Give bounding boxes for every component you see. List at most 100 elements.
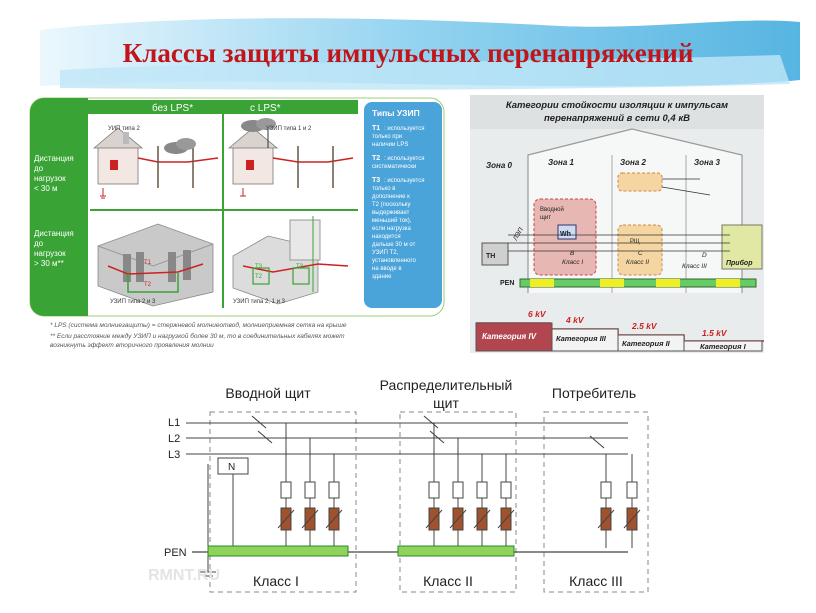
class-d-label: Класс III	[682, 263, 707, 270]
heading-line-1: Категории стойкости изоляции к импульсам	[506, 100, 728, 111]
sidebar-item-text: находится	[372, 234, 401, 240]
sidebar-title: Типы УЗИП	[372, 108, 420, 118]
class-b-label: В	[570, 250, 575, 257]
category-label: Категория IV	[482, 332, 537, 341]
voltage-label: 4 kV	[565, 315, 585, 325]
footnotes: * LPS (система молниезащиты) = стержнево…	[50, 321, 347, 349]
arrester-wire	[473, 498, 491, 548]
page-title: Классы защиты импульсных перенапряжений	[122, 38, 694, 68]
fuse-symbol	[500, 481, 512, 499]
fuse-symbol	[626, 481, 638, 499]
fuse-symbol	[328, 481, 340, 499]
sidebar-item-text: : используется	[384, 178, 424, 184]
sidebar-item-text: если нагрузка	[372, 226, 411, 232]
sidebar-item-text: : используется	[384, 156, 424, 162]
row-label-far-line: Дистанция	[34, 229, 74, 238]
line-label-l2: L2	[168, 433, 180, 445]
sidebar-item-text: меньший ток),	[372, 217, 412, 224]
voltage-label: 1.5 kV	[702, 328, 728, 338]
rshch-label: РЩ	[630, 239, 640, 245]
row-label-far-line: > 30 м**	[34, 259, 64, 268]
zone-label: Зона 1	[548, 158, 575, 167]
header-rshch-line1: Распределительный	[380, 377, 513, 393]
scene-label: УЗИП типа 1 и 2	[266, 126, 312, 132]
sidebar-item-text: дальше 30 м от	[372, 242, 416, 248]
category-label: Категория III	[556, 334, 607, 343]
sidebar-item-text: выдерживает	[372, 210, 410, 216]
arrester-wire	[623, 498, 641, 548]
sidebar-item-text: T2 (поскольку	[372, 202, 410, 208]
tag-t2: T2	[255, 274, 263, 280]
header-vvodnoy: Вводной щит	[225, 385, 311, 401]
class-label-3: Класс III	[569, 573, 623, 589]
voltage-label: 6 kV	[528, 309, 547, 319]
row-label-near-line: Дистанция	[34, 154, 74, 163]
pen-label: PEN	[500, 280, 514, 287]
th-label: ТН	[486, 253, 495, 260]
scene-house-lps	[227, 118, 354, 197]
wh-meter: Wh	[560, 231, 571, 238]
class-b-label: Класс I	[562, 259, 583, 266]
zone-label: Зона 2	[620, 158, 647, 167]
watermark: RMNT.RU	[148, 567, 220, 584]
arrester-wire	[301, 498, 319, 548]
row-label-far-line: до	[34, 239, 44, 248]
vvodnoy-label: щит	[540, 215, 551, 221]
arrester-wire	[277, 498, 295, 548]
header-consumer: Потребитель	[552, 385, 636, 401]
arrester-wire	[325, 498, 343, 548]
tag-t1: T3	[255, 264, 263, 270]
class-label-1: Класс I	[253, 573, 299, 589]
arrester-wire	[497, 498, 515, 548]
class-d-label: D	[702, 252, 707, 259]
fuse-symbol	[304, 481, 316, 499]
fuse-symbol	[452, 481, 464, 499]
sidebar-item-text: только при	[372, 134, 402, 140]
row-label-near-line: нагрузок	[34, 174, 66, 183]
header-banner	[40, 18, 800, 90]
insulation-category-diagram: Категории стойкости изоляции к импульсам…	[470, 95, 764, 353]
pribor-label: Прибор	[726, 259, 753, 267]
scene-label: УИП типа 2	[108, 126, 140, 132]
row-label-far: Дистанция до нагрузок > 30 м**	[34, 229, 74, 268]
sidebar-item-text: на вводе в	[372, 266, 402, 272]
category-label: Категория II	[622, 339, 671, 348]
footnote-line: * LPS (система молниезащиты) = стержнево…	[50, 321, 347, 329]
row-label-far-line: нагрузок	[34, 249, 66, 258]
sidebar-item-text: систематически	[372, 164, 416, 170]
sidebar-item-text: : используется	[384, 126, 424, 132]
fuse-symbol	[280, 481, 292, 499]
voltage-label: 2.5 kV	[631, 321, 658, 331]
protection-class-schematic: Вводной щит Распределительный щит Потреб…	[128, 372, 658, 610]
n-label: N	[228, 462, 235, 473]
rshch-label: С	[638, 250, 643, 257]
arrester-wire	[449, 498, 467, 548]
row-label-near-line: до	[34, 164, 44, 173]
row-label-near: Дистанция до нагрузок < 30 м	[34, 154, 74, 193]
sidebar-item-type: T2	[372, 155, 380, 162]
scene-label: УЗИП типа 2, 1 и 3	[233, 299, 286, 305]
category-label: Категория I	[700, 342, 747, 351]
sidebar-item-text: здание	[372, 274, 392, 280]
vvodnoy-label: Вводной	[540, 206, 564, 213]
scene-building-lps: T3 T2 T3	[232, 216, 349, 305]
scene-label: УЗИП типа 2 и 3	[110, 299, 156, 305]
class-label-2: Класс II	[423, 573, 473, 589]
lps-diagram-panel: без LPS* с LPS* Дистанция до нагрузок < …	[29, 97, 445, 349]
sidebar-item-text: установленного	[372, 258, 417, 264]
sidebar-item-text: УЗИП T2,	[372, 250, 399, 256]
tag-t3: T2	[144, 282, 152, 288]
fuse-symbol	[600, 481, 612, 499]
row-label-near-line: < 30 м	[34, 184, 58, 193]
sidebar-item-text: наличии LPS	[372, 142, 408, 148]
col-header-lps: с LPS*	[250, 103, 281, 114]
arrester-wire	[425, 498, 443, 548]
sidebar-item-text: дополнение к	[372, 194, 410, 200]
fuse-symbol	[476, 481, 488, 499]
zone-label: Зона 3	[694, 158, 721, 167]
zone-label: Зона 0	[486, 161, 513, 170]
scene-house-no-lps	[92, 127, 219, 199]
col-header-no-lps: без LPS*	[152, 102, 193, 114]
footnote-line: возникнуть эффект вторичного проявления …	[50, 342, 214, 349]
